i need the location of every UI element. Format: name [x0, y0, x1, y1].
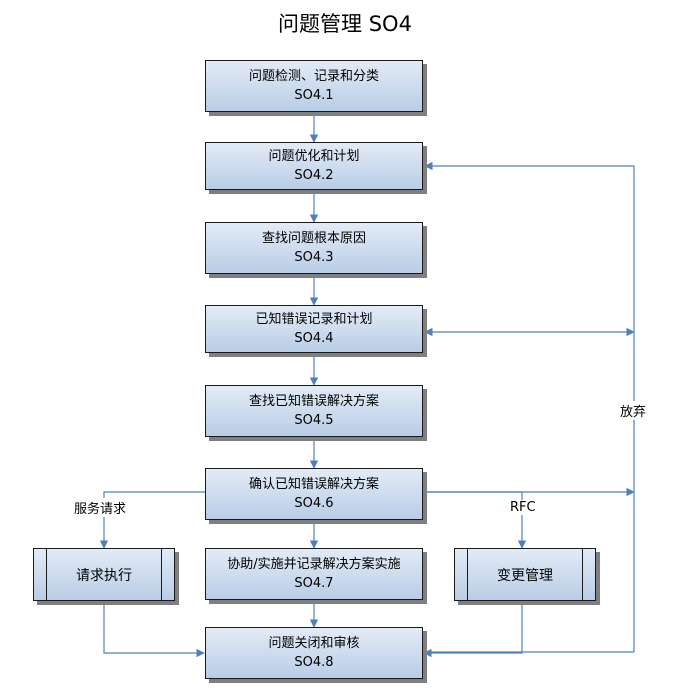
- subprocess-left-bar: [46, 549, 47, 600]
- step-name: 确认已知错误解决方案: [248, 477, 379, 492]
- step-code: SO4.5: [294, 413, 334, 428]
- step-so4-5: 查找已知错误解决方案 SO4.5: [205, 385, 423, 437]
- subprocess-right-bar: [161, 549, 162, 600]
- step-name: 已知错误记录和计划: [255, 312, 373, 327]
- step-code: SO4.7: [294, 576, 334, 591]
- arrow-request-to-closure: [103, 601, 205, 658]
- arrow-rfc: [423, 491, 527, 549]
- step-name: 问题优化和计划: [268, 149, 360, 164]
- subprocess-request-execution: 请求执行: [33, 548, 175, 601]
- step-so4-6: 确认已知错误解决方案 SO4.6: [205, 468, 423, 520]
- diagram-title: 问题管理 SO4: [278, 12, 412, 36]
- subprocess-label: 变更管理: [497, 567, 553, 584]
- step-code: SO4.8: [294, 655, 334, 670]
- step-code: SO4.3: [294, 250, 334, 265]
- step-so4-7: 协助/实施并记录解决方案实施 SO4.7: [205, 548, 423, 600]
- step-name: 查找问题根本原因: [261, 231, 366, 246]
- step-name: 问题检测、记录和分类: [248, 69, 379, 84]
- step-code: SO4.1: [294, 88, 334, 103]
- arrow-service-request: [99, 491, 205, 549]
- subprocess-left-bar: [467, 549, 468, 600]
- arrow-change-to-closure: [423, 601, 523, 658]
- step-name: 协助/实施并记录解决方案实施: [227, 557, 401, 572]
- subprocess-label: 请求执行: [76, 567, 132, 584]
- step-so4-1: 问题检测、记录和分类 SO4.1: [205, 60, 423, 112]
- label-service-request: 服务请求: [74, 498, 127, 517]
- step-code: SO4.4: [294, 331, 334, 346]
- step-name: 问题关闭和审核: [268, 636, 360, 651]
- step-code: SO4.6: [294, 496, 334, 511]
- subprocess-change-management: 变更管理: [454, 548, 596, 601]
- step-so4-2: 问题优化和计划 SO4.2: [205, 142, 423, 190]
- subprocess-right-bar: [582, 549, 583, 600]
- step-code: SO4.2: [294, 168, 334, 183]
- arrow-loop-to-4-2: [424, 161, 635, 652]
- step-so4-3: 查找问题根本原因 SO4.3: [205, 222, 423, 274]
- label-abandon: 放弃: [620, 401, 647, 420]
- step-so4-4: 已知错误记录和计划 SO4.4: [205, 305, 423, 353]
- step-name: 查找已知错误解决方案: [248, 394, 379, 409]
- label-rfc: RFC: [510, 500, 536, 515]
- step-so4-8: 问题关闭和审核 SO4.8: [205, 627, 423, 679]
